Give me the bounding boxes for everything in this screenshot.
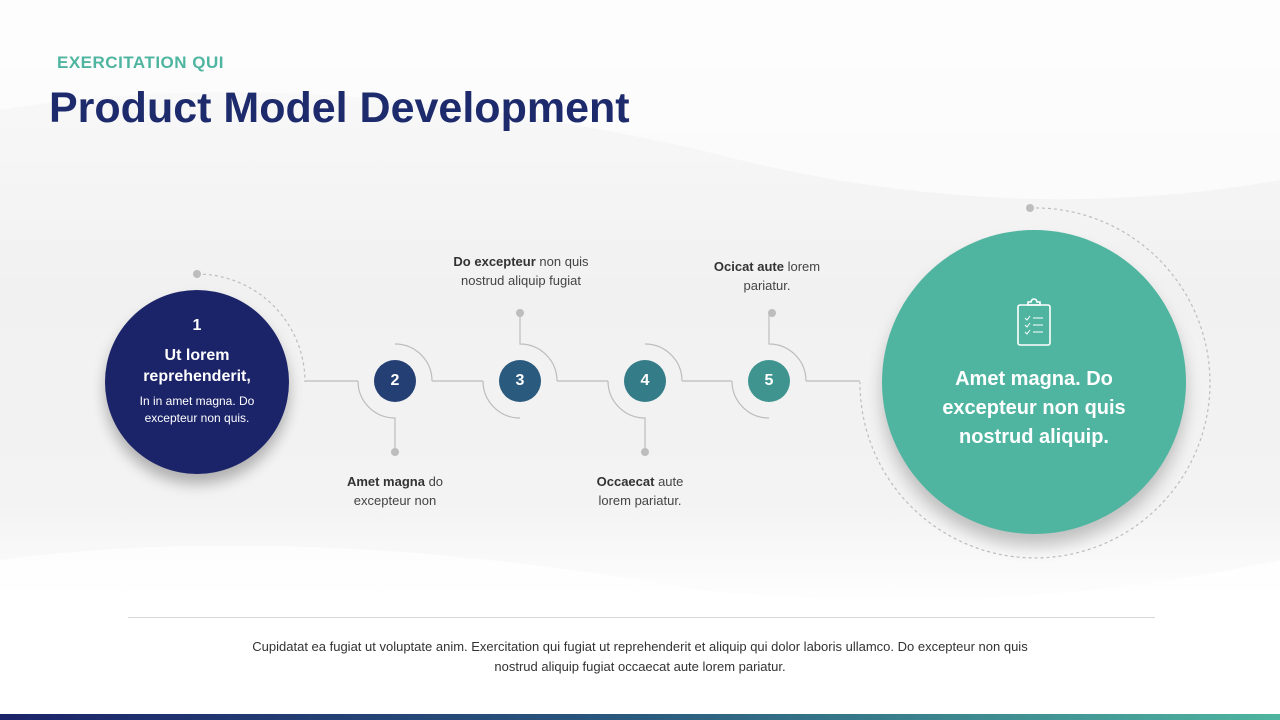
divider — [128, 617, 1155, 618]
step-5-circle: 5 — [748, 360, 790, 402]
dashed-arc-1 — [196, 273, 306, 383]
dashed-arc-big — [859, 207, 1211, 559]
step-5-label: Ocicat aute lorem pariatur. — [713, 259, 821, 293]
step-2-label: Amet magna do excepteur non — [346, 474, 444, 508]
arc-4 — [607, 343, 683, 452]
page-title: Product Model Development — [49, 84, 630, 132]
arc-3 — [482, 313, 558, 419]
bottom-gradient-bar — [0, 714, 1280, 720]
step-4-circle: 4 — [624, 360, 666, 402]
step-1-title: Ut lorem reprehenderit, — [143, 347, 251, 385]
eyebrow-label: EXERCITATION QUI — [57, 53, 224, 72]
arc-5 — [731, 313, 807, 419]
step-1-text: In in amet magna. Do excepteur non quis. — [139, 394, 255, 425]
step-3-circle: 3 — [499, 360, 541, 402]
result-circle: Amet magna. Do excepteur non quis nostru… — [882, 230, 1186, 534]
result-text: Amet magna. Do excepteur non quis nostru… — [942, 368, 1126, 448]
dot-1 — [193, 270, 201, 278]
clipboard-checklist-icon — [1017, 298, 1051, 346]
footer-text: Cupidatat ea fugiat ut voluptate anim. E… — [252, 639, 1028, 674]
step-1-circle: 1 Ut lorem reprehenderit, In in amet mag… — [105, 290, 289, 474]
step-1-number: 1 — [192, 317, 202, 334]
step-2-circle: 2 — [374, 360, 416, 402]
step-4-label: Occaecat aute lorem pariatur. — [596, 474, 684, 508]
arc-2 — [357, 343, 433, 452]
step-3-label: Do excepteur non quis nostrud aliquip fu… — [453, 254, 589, 288]
